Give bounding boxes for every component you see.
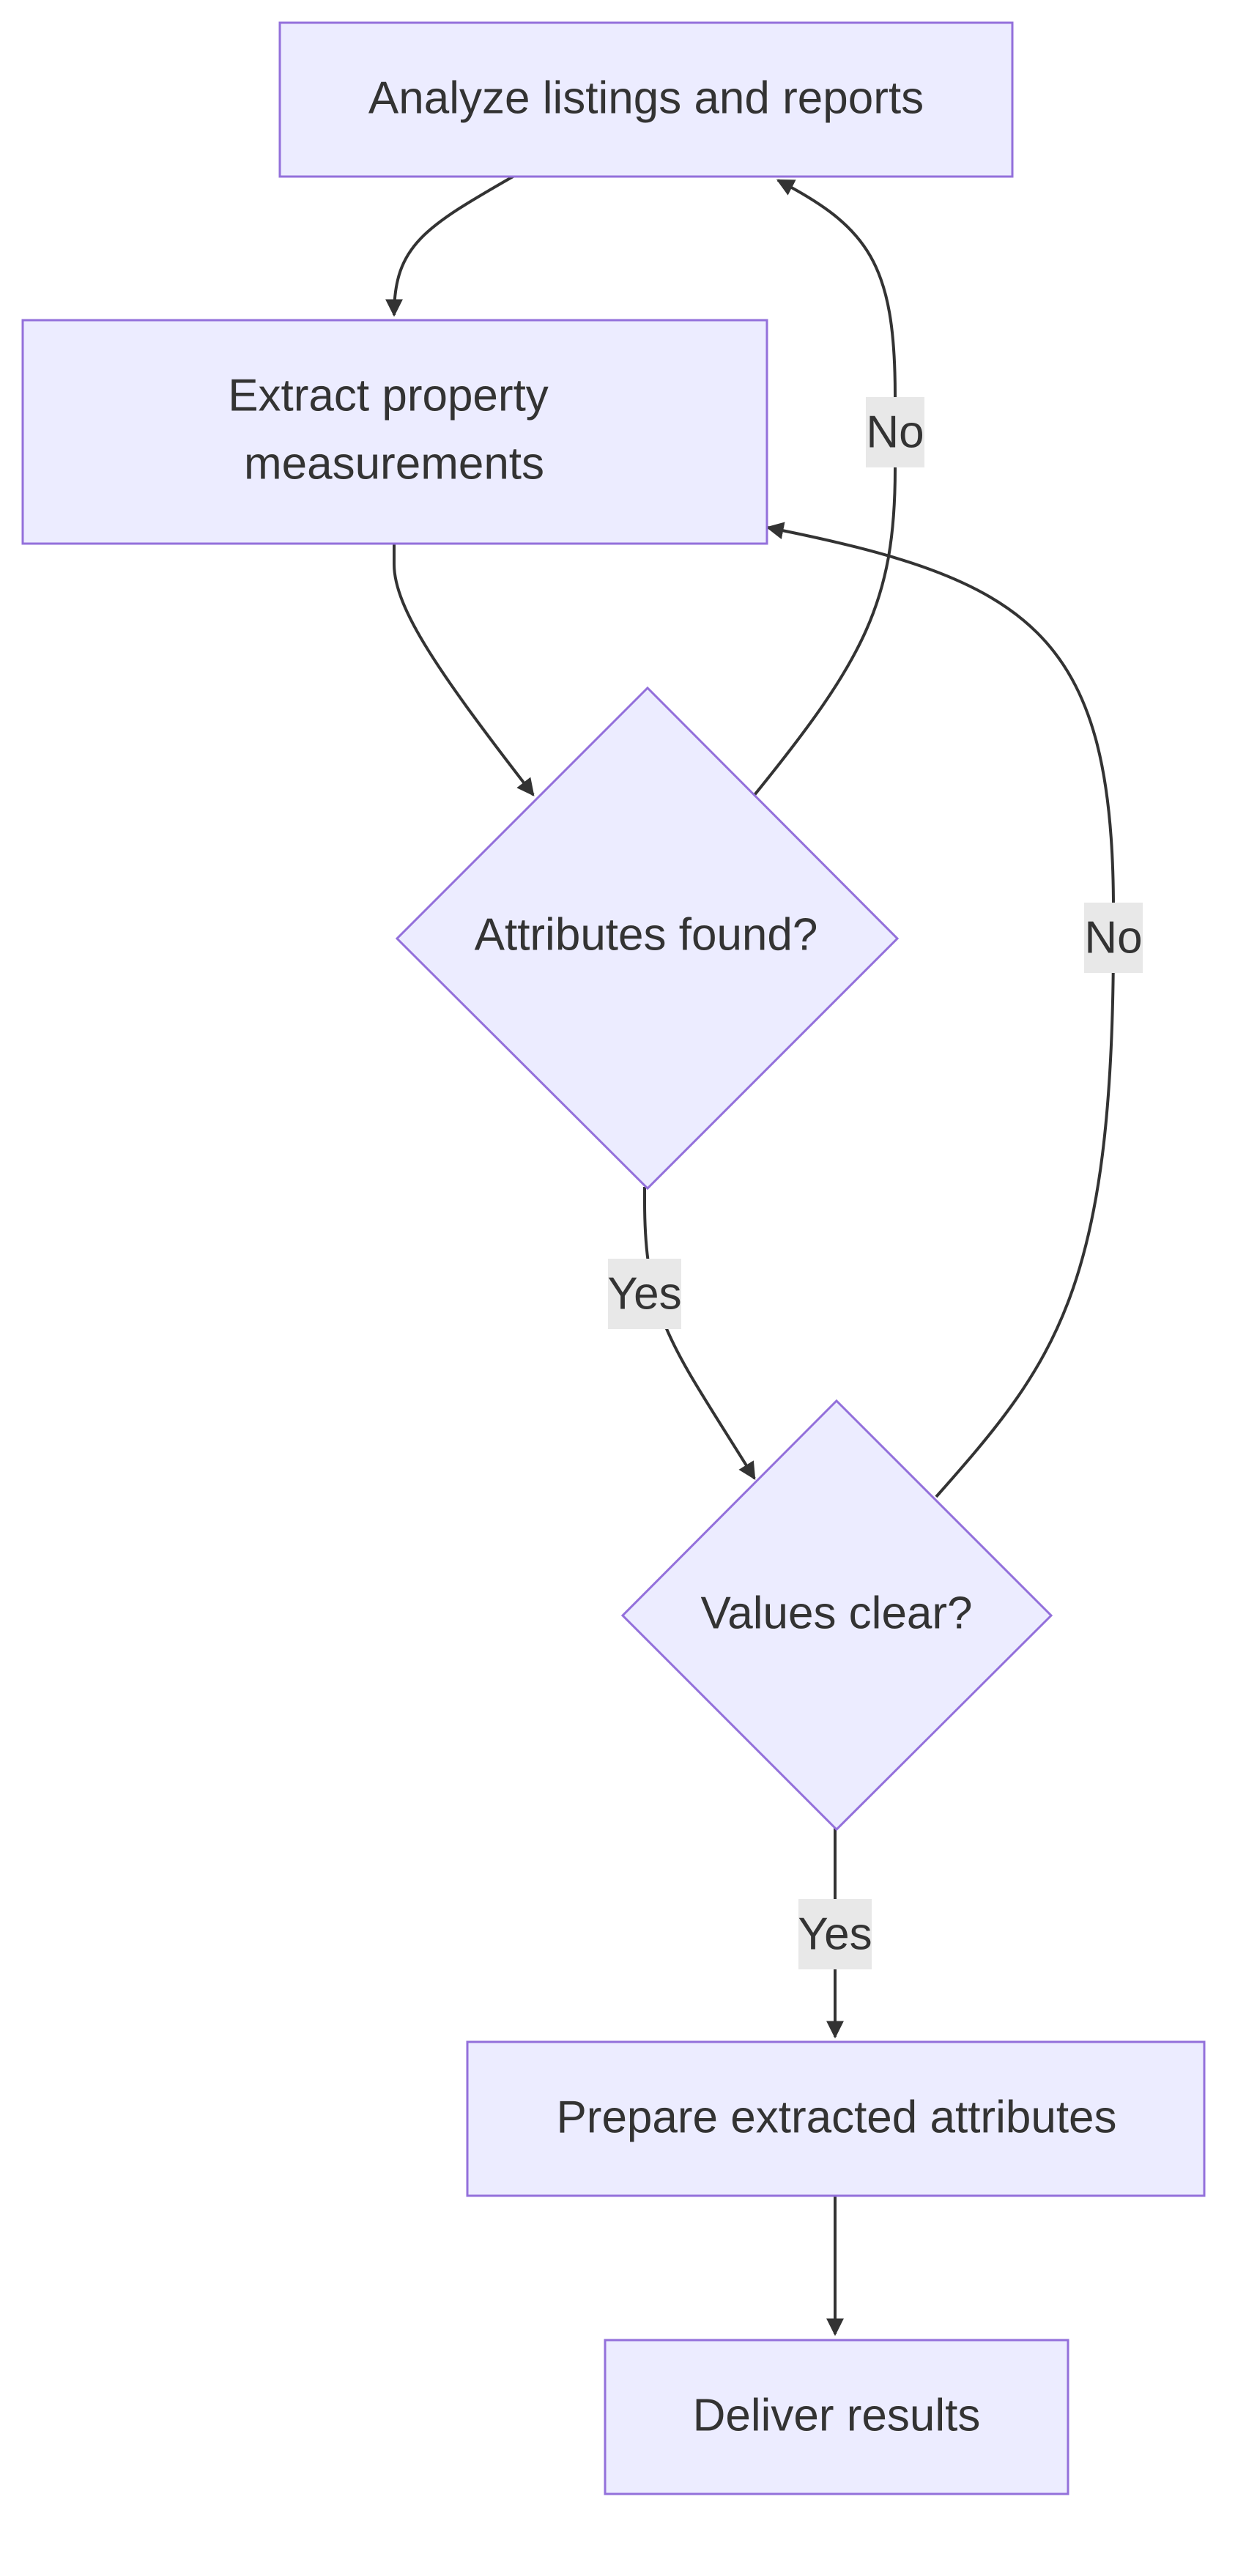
- edge-label-text: Yes: [607, 1269, 681, 1320]
- node-label-line2: measurements: [244, 439, 544, 489]
- edge-extract-to-attributes-found: [393, 542, 535, 796]
- edge-label-attributes-found-yes: Yes: [607, 1259, 682, 1329]
- edge-label-attributes-found-no: No: [866, 397, 924, 467]
- node-extract-measurements: Extract property measurements: [21, 319, 768, 545]
- node-values-clear-decision: Values clear?: [620, 1399, 1053, 1832]
- node-attributes-found-decision: Attributes found?: [395, 686, 900, 1191]
- edge-label-text: No: [1084, 913, 1142, 963]
- node-label-line1: Extract property: [228, 371, 549, 421]
- node-analyze-listings: Analyze listings and reports: [278, 21, 1014, 178]
- edge-label-text: Yes: [798, 1909, 872, 1960]
- edge-attributes-found-yes-to-values-clear: [643, 1187, 756, 1481]
- node-label: Attributes found?: [475, 910, 818, 961]
- edge-analyze-to-extract: [385, 174, 515, 317]
- edge-attributes-found-no-to-analyze: [753, 179, 897, 796]
- node-prepare-attributes: Prepare extracted attributes: [466, 2040, 1206, 2197]
- node-label: Values clear?: [700, 1588, 972, 1639]
- node-label: Analyze listings and reports: [368, 73, 924, 124]
- edge-label-values-clear-no: No: [1084, 903, 1143, 973]
- node-label: Prepare extracted attributes: [556, 2092, 1116, 2143]
- edge-label-values-clear-yes: Yes: [798, 1899, 872, 1969]
- node-label: Deliver results: [693, 2391, 981, 2441]
- node-deliver-results: Deliver results: [604, 2339, 1069, 2495]
- edge-label-text: No: [866, 407, 924, 458]
